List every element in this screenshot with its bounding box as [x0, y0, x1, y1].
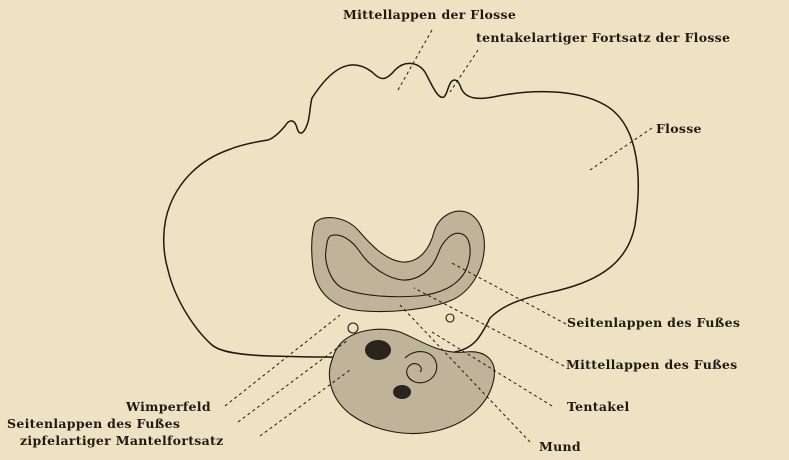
- label-mittellappen-fusses: Mittellappen des Fußes: [566, 357, 737, 372]
- dark-organ-left: [365, 340, 391, 360]
- label-tentakel: Tentakel: [567, 399, 630, 414]
- label-seitenlappen-fusses-left: Seitenlappen des Fußes: [7, 416, 180, 431]
- dark-organ-right: [393, 385, 411, 399]
- small-circle-right: [446, 314, 454, 322]
- label-flosse: Flosse: [656, 121, 702, 136]
- label-mittellappen-flosse: Mittellappen der Flosse: [343, 7, 516, 22]
- small-circle: [348, 323, 358, 333]
- label-seitenlappen-fusses-right: Seitenlappen des Fußes: [567, 315, 740, 330]
- leader-flosse: [590, 128, 652, 170]
- mantle-region: [329, 329, 494, 433]
- label-zipfel-mantelfortsatz: zipfelartiger Mantelfortsatz: [20, 433, 224, 448]
- leader-mittellappen-flosse: [398, 30, 432, 90]
- leader-wimperfeld: [225, 315, 340, 406]
- label-wimperfeld: Wimperfeld: [126, 399, 211, 414]
- label-mund: Mund: [539, 439, 581, 454]
- leader-tentakel-fortsatz: [450, 50, 478, 92]
- fin-outline: [164, 63, 639, 357]
- label-tentakel-fortsatz: tentakelartiger Fortsatz der Flosse: [476, 30, 730, 45]
